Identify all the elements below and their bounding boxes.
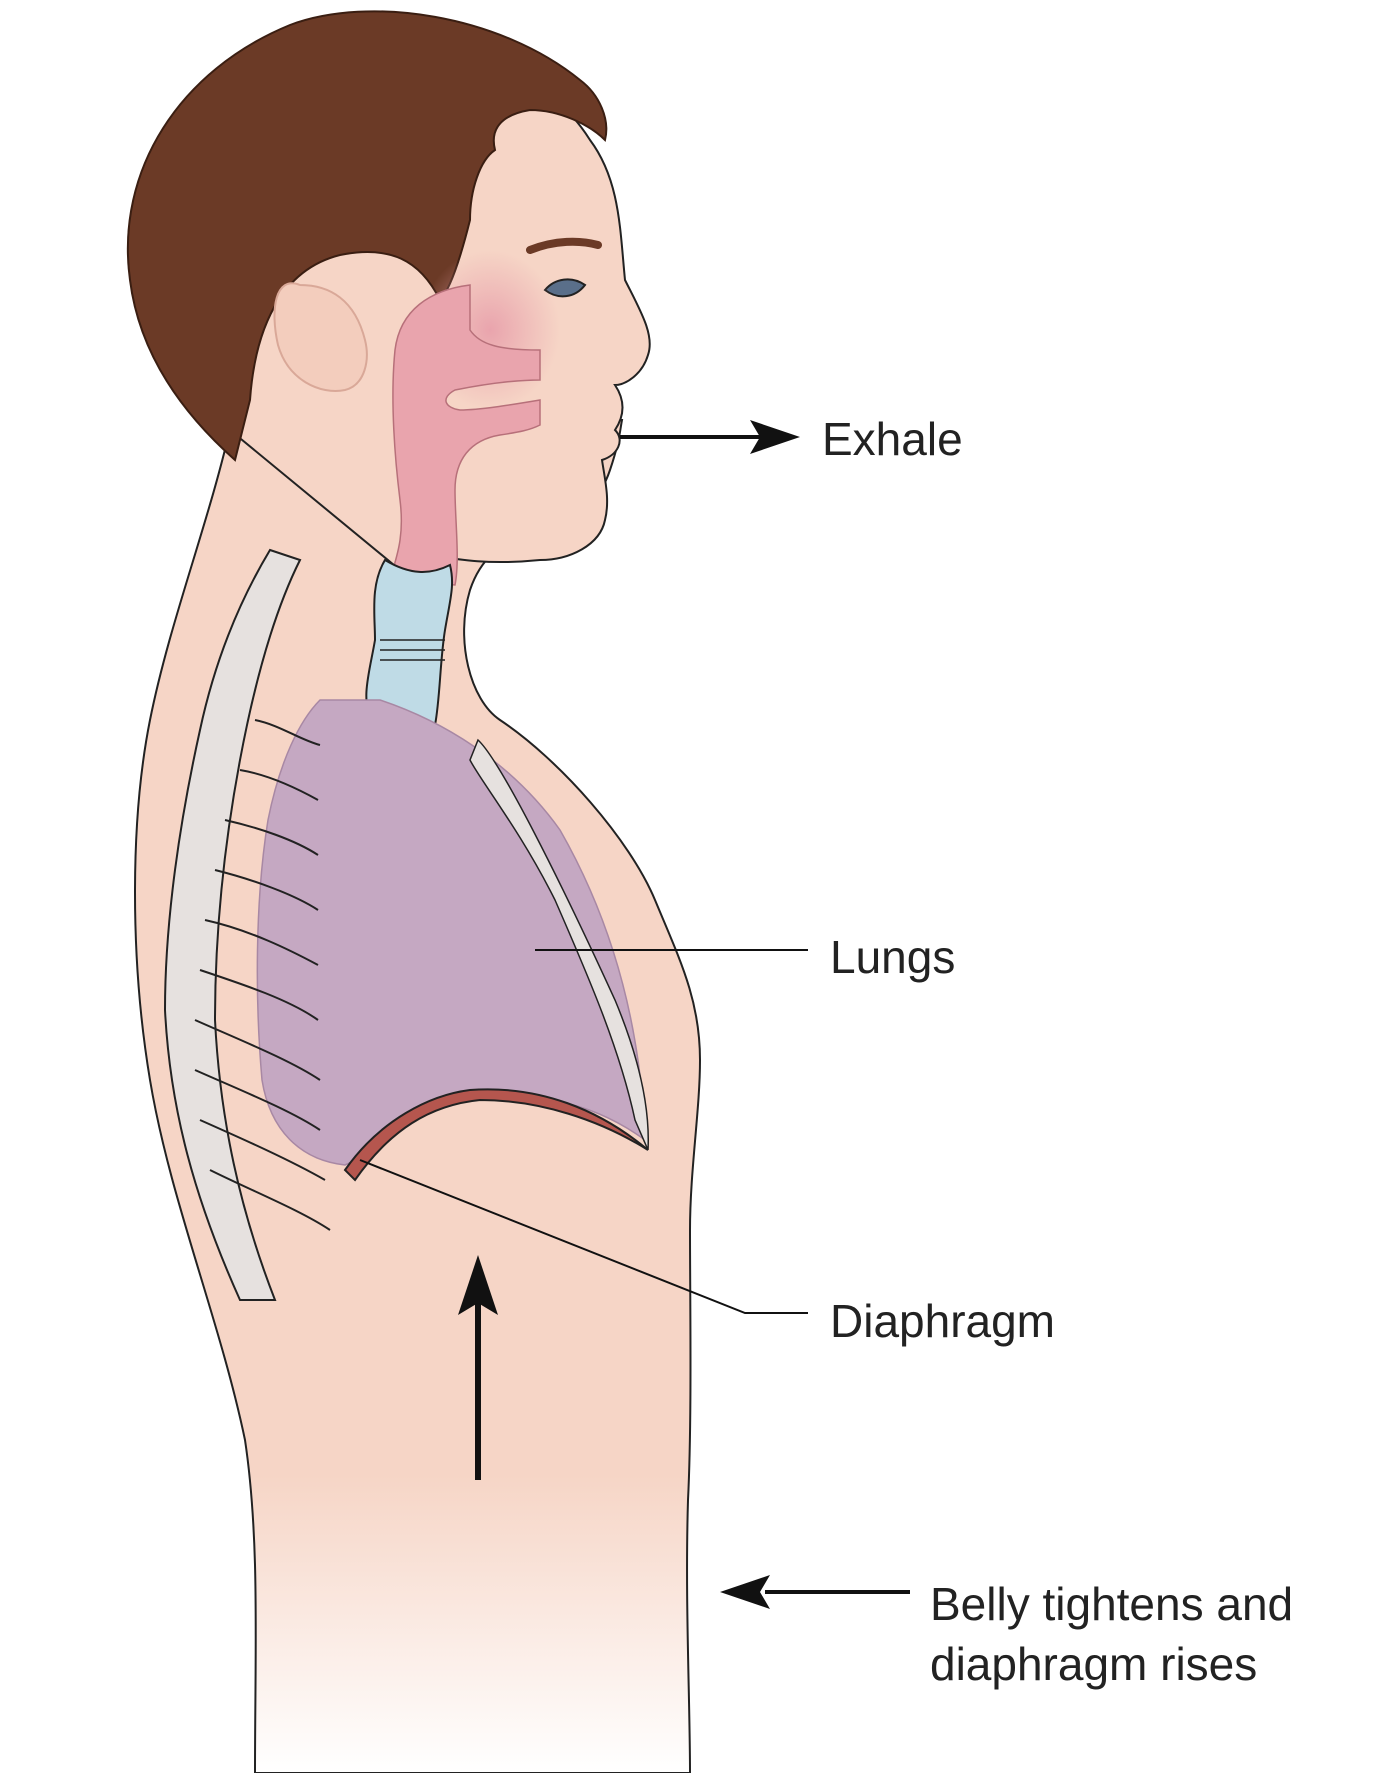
- trachea-rings: [380, 639, 445, 661]
- belly-label: Belly tightens and diaphragm rises: [930, 1575, 1293, 1695]
- exhale-label: Exhale: [822, 413, 963, 465]
- ribs: [194, 719, 331, 1231]
- airway-pharynx: [389, 284, 541, 586]
- eyebrow: [526, 237, 602, 254]
- eye: [543, 278, 587, 298]
- lungs-label: Lungs: [830, 931, 956, 983]
- exhale-arrow: [620, 420, 800, 454]
- diaphragm-leader-line: [359, 1159, 808, 1314]
- diaphragm: [343, 1088, 649, 1182]
- belly-arrow: [720, 1575, 910, 1609]
- belly-label-line2: diaphragm rises: [930, 1637, 1258, 1690]
- diaphragm-label: Diaphragm: [830, 1295, 1055, 1347]
- ear: [273, 282, 368, 392]
- spine: [163, 548, 302, 1301]
- hair: [126, 10, 608, 462]
- belly-label-line1: Belly tightens and: [930, 1578, 1294, 1630]
- rise-arrow: [458, 1255, 498, 1480]
